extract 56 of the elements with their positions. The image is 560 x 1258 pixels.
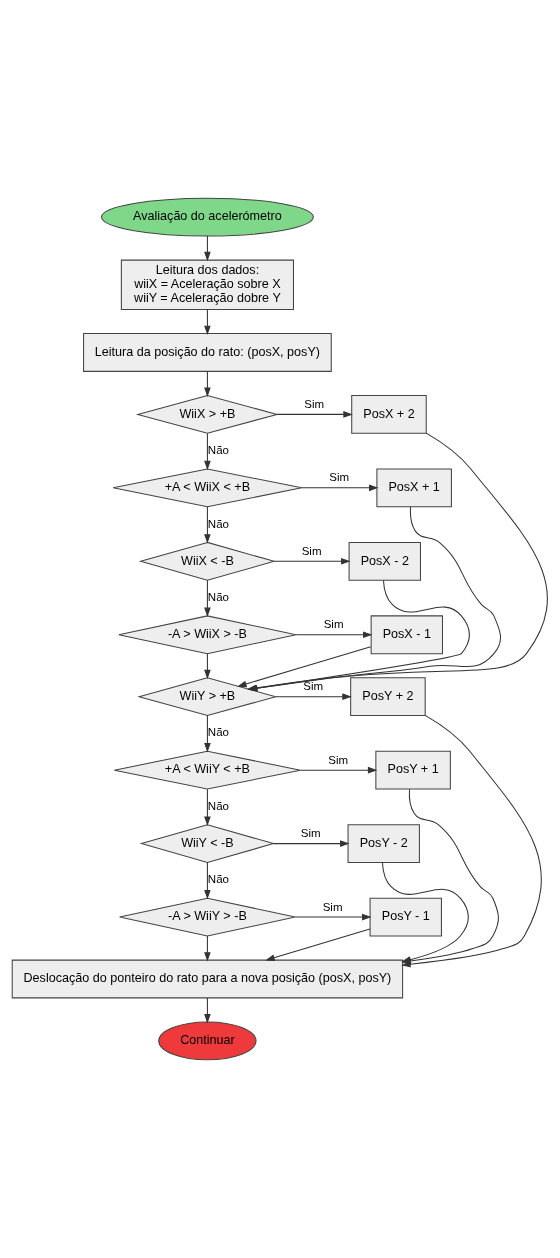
edge-label: Sim <box>323 618 344 631</box>
arrow <box>273 840 350 847</box>
edge-label: Não <box>207 590 230 603</box>
node-diamond: -A > WiiY > -B <box>119 897 296 937</box>
arrow <box>204 370 211 397</box>
arrow <box>204 788 211 826</box>
node-box: PosX - 2 <box>348 541 421 581</box>
arrow <box>301 484 379 492</box>
arrow <box>295 631 373 639</box>
node-box: PosX + 2 <box>351 394 427 434</box>
node-diamond: +A < WiiX < +B <box>112 468 303 508</box>
arrow <box>204 308 211 336</box>
arrow <box>265 928 371 961</box>
arrow <box>204 235 211 262</box>
node-diamond: WiiY < -B <box>139 824 276 864</box>
edge-label: Não <box>207 799 230 812</box>
node-diamond: +A < WiiY < +B <box>113 750 301 790</box>
node-diamond: WiiX < -B <box>138 541 277 581</box>
node-box: Deslocação do ponteiro do rato para a nova posição (posX, posY) <box>11 959 404 999</box>
node-diamond: -A > WiiX > -B <box>118 615 297 655</box>
node-box: PosY - 1 <box>369 897 442 937</box>
edge-label: Sim <box>304 397 325 410</box>
arrow <box>204 432 211 471</box>
arrow <box>275 693 352 700</box>
node-ellipse: Continuar <box>158 1021 257 1061</box>
node-box: Leitura dos dados: wiiX = Aceleração sobre X wiiY = Aceleração dobre Y <box>120 259 294 310</box>
edge-label: Não <box>207 517 230 530</box>
node-box: PosY + 2 <box>350 677 426 717</box>
edge-label: Não <box>207 873 230 886</box>
edge-label: Sim <box>303 680 324 693</box>
arrow <box>276 411 353 418</box>
edge-label: Sim <box>322 900 343 913</box>
edge-label: Sim <box>300 827 321 840</box>
edge-label: Sim <box>301 544 322 557</box>
edge-label: Não <box>207 444 230 457</box>
node-box: PosX - 1 <box>370 615 443 655</box>
node-box: Leitura da posição do rato: (posX, posY) <box>83 333 332 372</box>
arrow <box>204 997 211 1024</box>
node-box: PosY - 2 <box>347 824 420 864</box>
arrow <box>294 913 372 921</box>
arrow <box>204 653 211 680</box>
arrow <box>204 579 211 618</box>
arrow <box>204 862 211 900</box>
edge-label: Sim <box>329 471 350 484</box>
node-box: PosY + 1 <box>375 750 451 790</box>
edge-label: Não <box>207 726 230 739</box>
node-diamond: WiiX > +B <box>135 394 280 434</box>
node-ellipse: Avaliação do acelerómetro <box>101 197 314 237</box>
arrow <box>300 766 378 774</box>
arrow <box>237 646 372 688</box>
arrow <box>204 935 211 962</box>
node-box: PosX + 1 <box>376 468 452 508</box>
arrow <box>204 715 211 753</box>
arrow <box>204 506 211 544</box>
arrow <box>273 558 351 565</box>
edge-label: Sim <box>328 753 349 766</box>
